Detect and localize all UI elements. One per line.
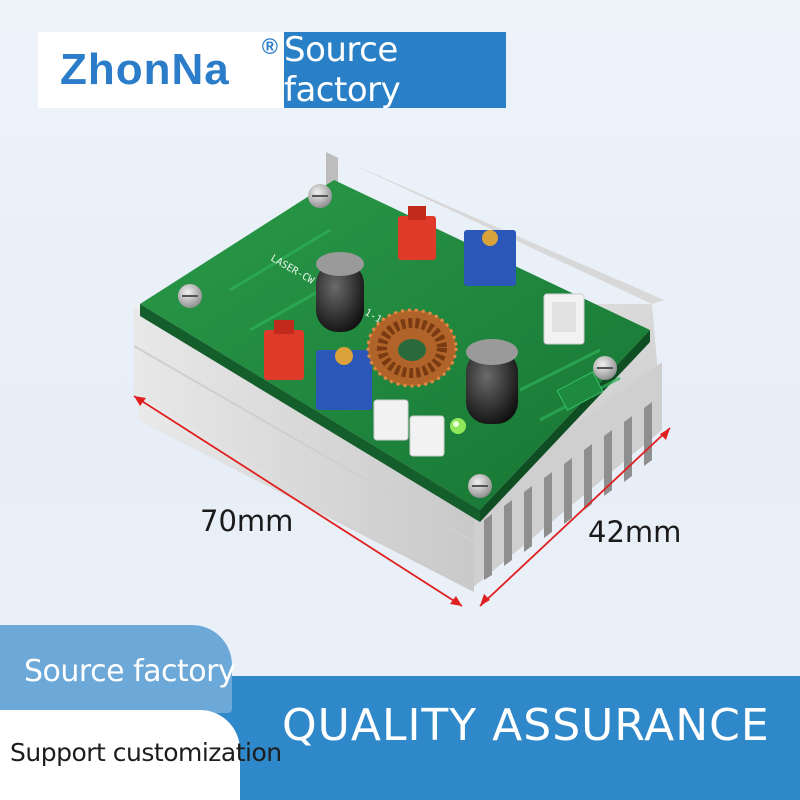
customization-pill-text: Support customization [10, 738, 282, 767]
tagline-text: Source factory [284, 30, 401, 110]
white-connectors [373, 293, 585, 457]
tagline-box: Source factory [284, 30, 506, 110]
quality-assurance-headline: QUALITY ASSURANCE [282, 700, 770, 751]
brand-logo-box: ZhonNa ® [38, 32, 284, 108]
capacitors [316, 252, 518, 424]
source-factory-pill-text: Source factory [24, 654, 236, 689]
red-connectors [264, 206, 436, 380]
potentiometers [316, 230, 516, 410]
dimension-lines [133, 395, 671, 607]
source-factory-pill [0, 625, 232, 713]
green-led [450, 418, 466, 434]
length-dimension-label: 70mm [200, 504, 294, 538]
screws [178, 184, 617, 498]
width-dimension-label: 42mm [588, 515, 682, 549]
registered-mark: ® [261, 34, 278, 59]
customization-pill [0, 710, 240, 800]
brand-name: ZhonNa [60, 45, 230, 94]
heatsink-fins [470, 362, 662, 590]
toroid-inductor [366, 308, 458, 388]
